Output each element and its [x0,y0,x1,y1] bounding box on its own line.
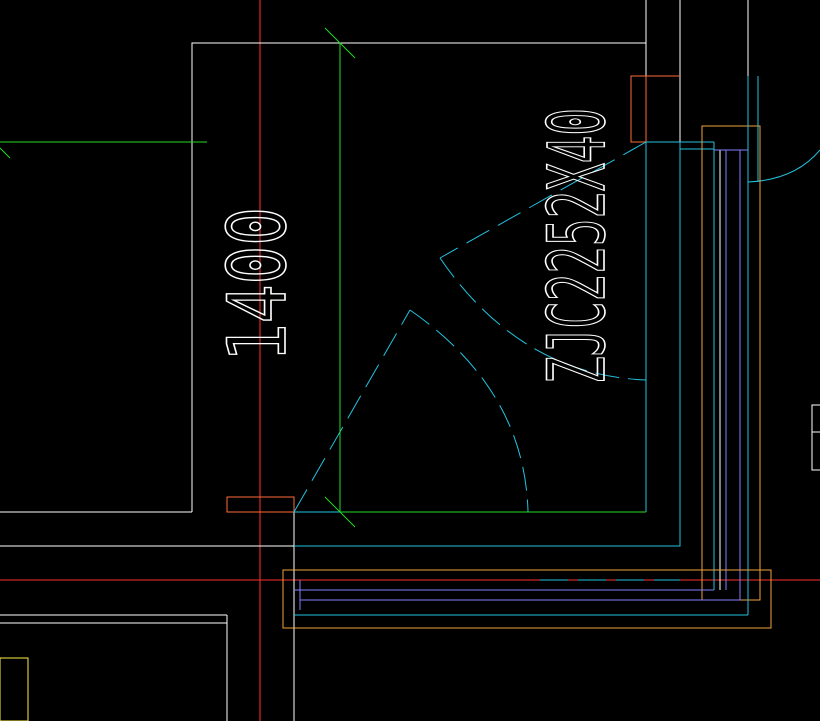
dimension-tick-bottom [324,496,356,528]
room-outline [191,42,646,512]
door-leaf-1 [439,141,647,259]
dimension-lines [0,27,646,528]
dimension-tick-top [324,27,356,59]
fixture-box [0,657,29,721]
door-swing-2 [409,309,529,513]
adjacent-door-swing [747,149,820,183]
door-swing-1 [439,257,647,381]
door-frame-outer [294,142,681,547]
door-lines [293,141,820,581]
window-horizontal [282,569,772,629]
window-label: ZJC2252X40 [533,108,623,384]
columns [226,75,680,513]
window-frame-horizontal [282,569,772,629]
dimension-left-tick [0,147,11,159]
column-top [630,75,647,143]
dimension-text: 1400 [211,207,304,362]
door-leaf-2 [293,309,411,513]
wall-right-bracket [811,404,820,471]
column-bottom [226,496,295,513]
